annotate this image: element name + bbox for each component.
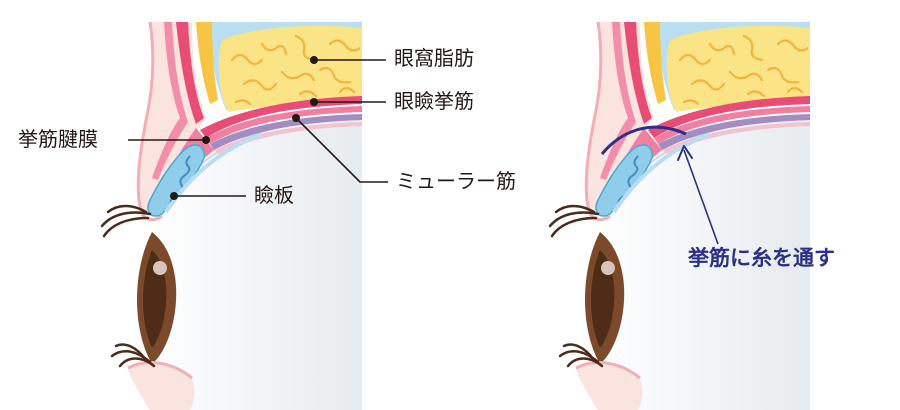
dot-levator-muscle [310, 98, 318, 106]
suture-thread [600, 125, 687, 155]
dot-orbital-fat [310, 56, 318, 64]
label-levator-muscle: 眼瞼挙筋 [394, 89, 474, 113]
dot-muller-muscle [292, 114, 300, 122]
label-levator-aponeurosis: 挙筋腱膜 [18, 127, 98, 151]
leader-dots [170, 56, 318, 200]
label-orbital-fat: 眼窩脂肪 [394, 46, 474, 70]
left-eyelid-illustration [102, 22, 362, 410]
leader-procedure-arrow [683, 149, 719, 245]
dot-tarsal-plate [170, 192, 178, 200]
label-muller-muscle: ミューラー筋 [396, 169, 516, 193]
dot-aponeurosis [202, 136, 210, 144]
leader-muller-muscle [295, 117, 388, 183]
right-eyelid-illustration [550, 22, 810, 410]
label-procedure-note: 挙筋に糸を通す [688, 246, 835, 270]
arrowhead-icon [677, 145, 693, 161]
label-tarsal-plate: 瞼板 [254, 183, 294, 207]
leader-lines [128, 59, 719, 245]
